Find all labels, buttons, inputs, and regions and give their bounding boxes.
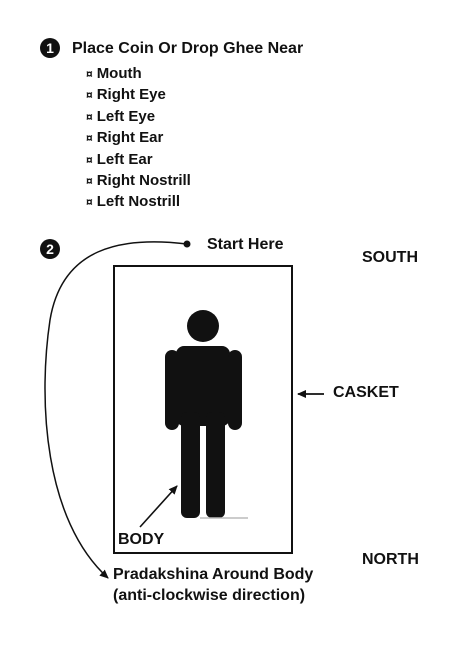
body-label: BODY (118, 531, 165, 548)
list-item-label: Right Nostrill (96, 171, 191, 189)
pradakshina-path-arrow (44, 241, 188, 579)
list-item-label: Right Eye (96, 86, 166, 104)
bullet-icon: ¤ (86, 88, 93, 103)
placement-list: ¤Mouth ¤Right Eye ¤Left Eye ¤Right Ear ¤… (86, 63, 191, 213)
bullet-icon: ¤ (86, 131, 93, 146)
step-1-badge: 1 (40, 38, 60, 58)
body-figure-icon (165, 310, 242, 518)
casket-label: CASKET (333, 384, 399, 401)
list-item: ¤Mouth (86, 63, 191, 84)
body-pointer-arrow (139, 485, 178, 528)
bullet-icon: ¤ (86, 173, 93, 188)
list-item: ¤Left Nostrill (86, 191, 191, 212)
pradakshina-label: Pradakshina Around Body (113, 566, 314, 583)
step-1-title: Place Coin Or Drop Ghee Near (72, 40, 304, 57)
list-item: ¤Right Eye (86, 84, 191, 105)
step-2-badge: 2 (40, 239, 60, 259)
bullet-icon: ¤ (86, 195, 93, 210)
list-item: ¤Right Ear (86, 127, 191, 148)
start-here-label: Start Here (207, 236, 284, 253)
list-item-label: Left Nostrill (96, 193, 181, 211)
south-label: SOUTH (362, 249, 418, 266)
list-item-label: Left Ear (96, 150, 153, 168)
list-item: ¤Left Eye (86, 106, 191, 127)
bullet-icon: ¤ (86, 67, 93, 81)
north-label: NORTH (362, 551, 419, 568)
list-item: ¤Left Ear (86, 149, 191, 170)
bullet-icon: ¤ (86, 109, 93, 124)
bullet-icon: ¤ (86, 152, 93, 167)
list-item-label: Mouth (96, 65, 142, 82)
list-item: ¤Right Nostrill (86, 170, 191, 191)
list-item-label: Left Eye (96, 107, 156, 125)
direction-label: (anti-clockwise direction) (113, 587, 306, 604)
casket-rectangle (113, 265, 293, 554)
list-item-label: Right Ear (96, 129, 164, 147)
